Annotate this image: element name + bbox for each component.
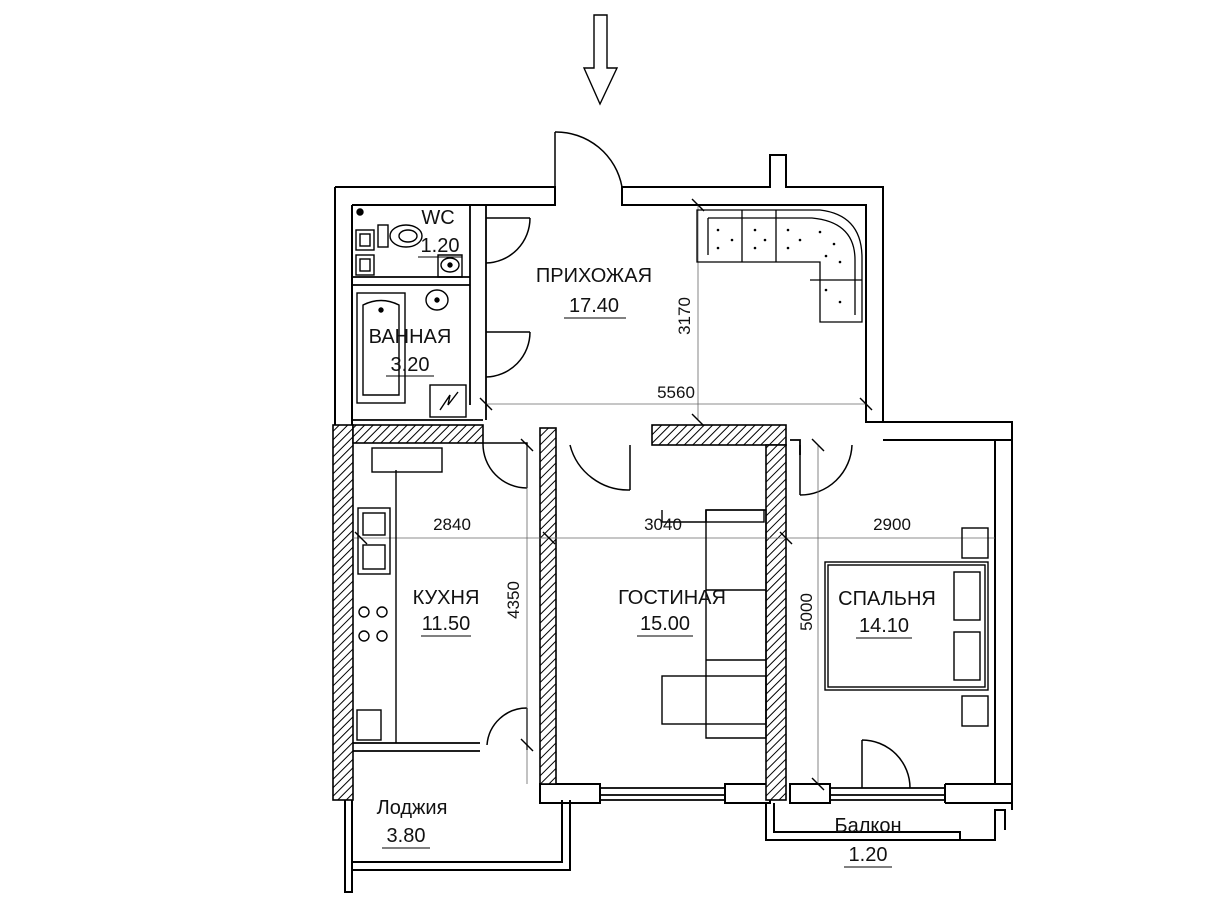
dim-kitchen-depth: 4350: [504, 581, 523, 619]
room-kitchen-area: 11.50: [422, 613, 471, 635]
room-bedroom-area: 14.10: [859, 615, 909, 637]
room-living-name: ГОСТИНАЯ: [618, 587, 726, 609]
corner-sofa-icon: [696, 209, 863, 323]
living-sofa-icon: [661, 509, 767, 739]
partitions: [352, 205, 945, 801]
room-balcony: Балкон 1.20: [834, 815, 901, 866]
wc-shelves-icon: [355, 208, 375, 276]
room-wc-name: WC: [421, 207, 454, 229]
room-loggia: Лоджия 3.80: [377, 797, 448, 847]
room-bedroom-name: СПАЛЬНЯ: [838, 588, 936, 610]
room-hall: ПРИХОЖАЯ 17.40: [536, 265, 652, 317]
room-loggia-area: 3.80: [387, 825, 426, 847]
room-balcony-area: 1.20: [849, 844, 888, 866]
room-bath: ВАННАЯ 3.20: [369, 326, 452, 376]
entrance-arrow-icon: [582, 14, 619, 106]
dimension-labels: 3170 5560 2840 3040 2900 4350 5000: [433, 297, 911, 631]
stove-icon: [358, 606, 388, 642]
kitchen-counter-icon: [371, 447, 443, 743]
room-kitchen: КУХНЯ 11.50: [413, 587, 480, 635]
dim-hall-height: 3170: [675, 297, 694, 335]
dim-bedroom-width: 2900: [873, 515, 911, 534]
dimension-ticks: [354, 198, 873, 791]
dim-living-depth: 5000: [797, 593, 816, 631]
dim-kitchen-width: 2840: [433, 515, 471, 534]
room-hall-name: ПРИХОЖАЯ: [536, 265, 652, 287]
outer-walls: [334, 154, 1013, 893]
room-bath-name: ВАННАЯ: [369, 326, 452, 348]
toilet-icon: [377, 224, 423, 248]
bearing-walls: [332, 424, 787, 801]
room-living: ГОСТИНАЯ 15.00: [618, 587, 726, 635]
dimension-lines: [353, 205, 995, 784]
room-living-area: 15.00: [640, 613, 690, 635]
dim-living-width: 3040: [644, 515, 682, 534]
room-loggia-name: Лоджия: [377, 797, 448, 819]
fridge-icon: [356, 709, 382, 741]
room-wc-area: 1.20: [421, 235, 460, 257]
room-hall-area: 17.40: [569, 295, 619, 317]
wc-sink-icon: [437, 254, 463, 278]
room-bath-area: 3.20: [391, 354, 430, 376]
area-underlines: [382, 256, 912, 868]
bed-icon: [824, 527, 989, 727]
bath-sink-icon: [425, 289, 449, 311]
kitchen-sink-icon: [357, 507, 391, 575]
room-kitchen-name: КУХНЯ: [413, 587, 480, 609]
bathtub-icon: [356, 292, 406, 404]
dim-hall-width: 5560: [657, 383, 695, 402]
room-bedroom: СПАЛЬНЯ 14.10: [838, 588, 936, 637]
room-wc: WC 1.20: [421, 207, 460, 257]
washing-machine-icon: [429, 384, 467, 418]
room-balcony-name: Балкон: [834, 815, 901, 837]
